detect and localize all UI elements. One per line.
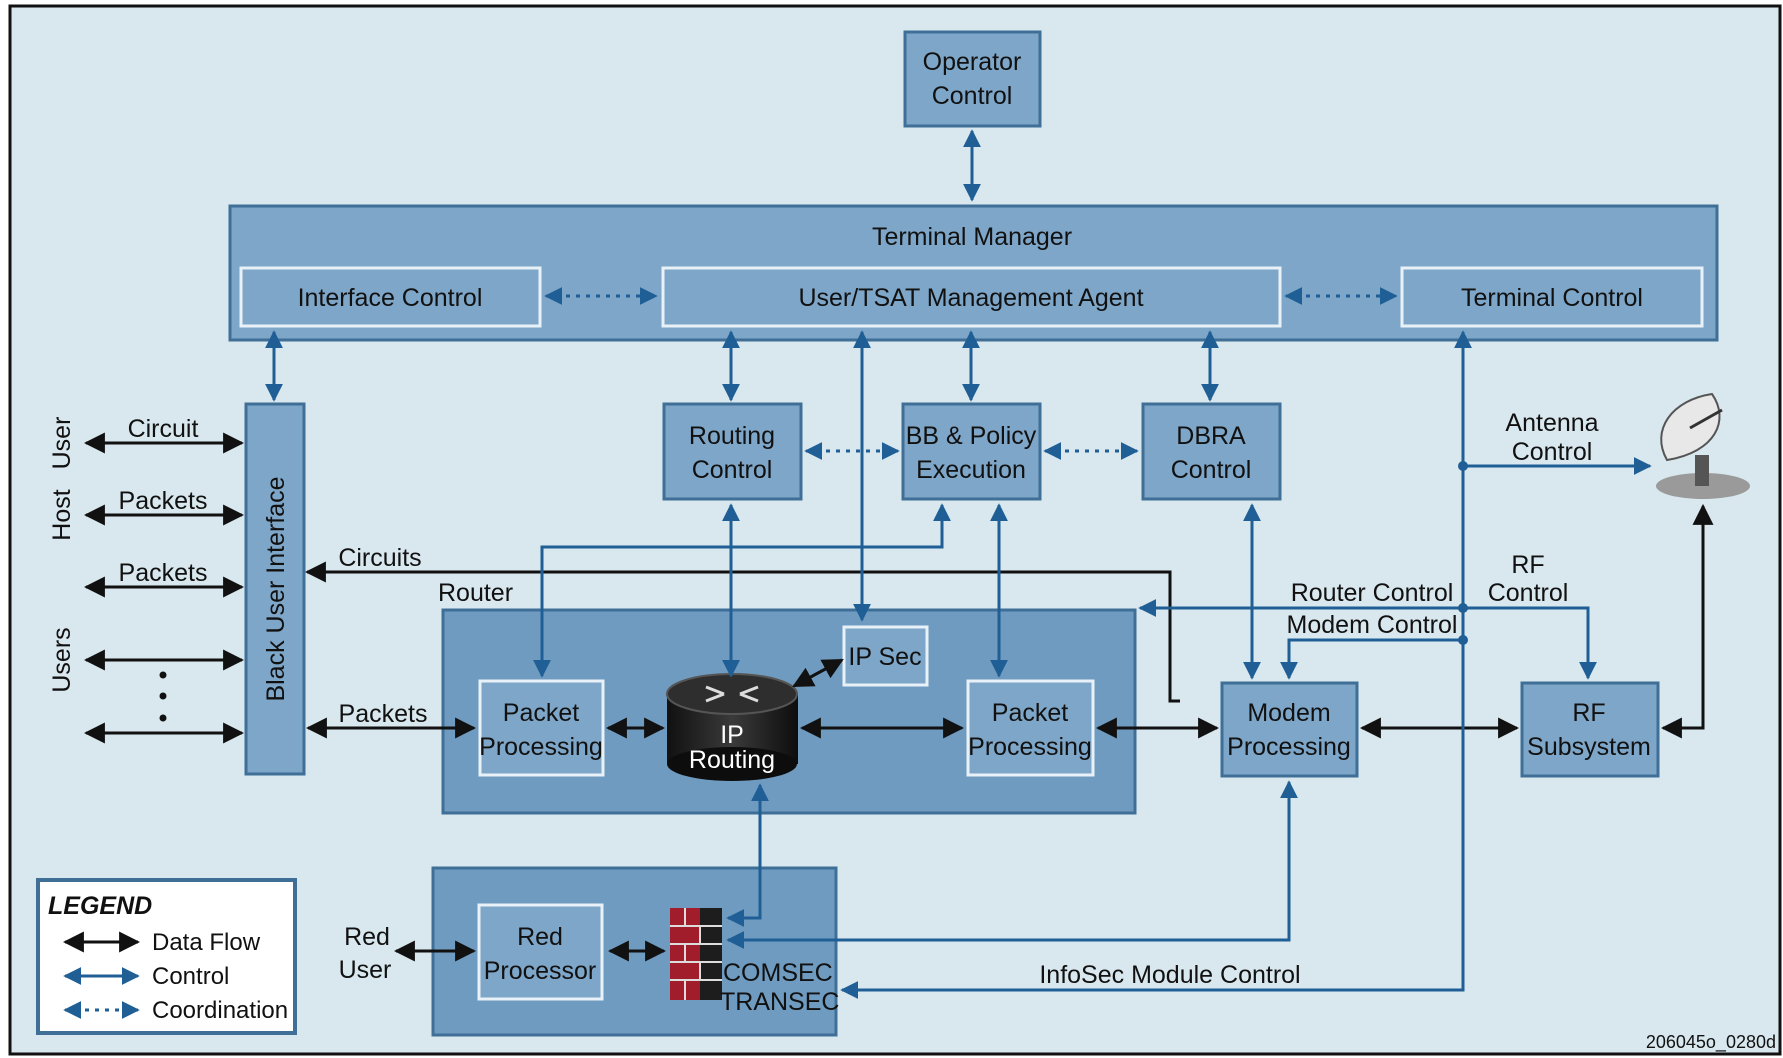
- interface-control-label: Interface Control: [298, 284, 483, 312]
- host-side-label: Host: [48, 489, 76, 540]
- ip-routing-label-1: IP: [720, 721, 744, 749]
- infosec-control: [840, 330, 1472, 999]
- antenna-control-label-2: Control: [1512, 438, 1593, 466]
- routing-control-label-2: Control: [692, 456, 773, 484]
- router-control-label: Router Control: [1291, 579, 1454, 607]
- rf-control-label-2: Control: [1488, 579, 1569, 607]
- infosec-label: InfoSec Module Control: [1039, 961, 1300, 989]
- terminal-control-box: [1400, 266, 1704, 328]
- red-processor-box: Red Processor: [477, 903, 604, 1001]
- black-user-interface-label: Black User Interface: [262, 476, 290, 701]
- user-side-label: User: [48, 417, 76, 470]
- packet-processing-left-box: Packet Processing: [478, 679, 605, 777]
- terminal-control-label: Terminal Control: [1461, 284, 1643, 312]
- modem-processing-label-1: Modem: [1247, 699, 1330, 727]
- rf-subsystem-box: RF Subsystem: [1520, 681, 1660, 778]
- rf-antenna-flow: [1660, 503, 1714, 739]
- packet-processing-right-label-1: Packet: [992, 699, 1068, 727]
- rf-subsystem-label-2: Subsystem: [1527, 733, 1651, 761]
- antenna-control-label-1: Antenna: [1505, 409, 1598, 437]
- modem-control-label: Modem Control: [1287, 611, 1458, 639]
- operator-control-label-2: Control: [932, 82, 1013, 110]
- dbra-control-label-1: DBRA: [1176, 422, 1246, 450]
- legend-item-data-flow: Data Flow: [152, 929, 261, 956]
- packets-label-1: Packets: [119, 487, 208, 515]
- rf-control-label-1: RF: [1511, 551, 1544, 579]
- routing-control-box: Routing Control: [662, 402, 803, 501]
- ip-routing-cylinder: IP Routing: [666, 673, 798, 781]
- bb-policy-label-1: BB & Policy: [906, 422, 1037, 450]
- modem-processing-label-2: Processing: [1227, 733, 1351, 761]
- router-label: Router: [438, 579, 513, 607]
- packets-label-3: Packets: [339, 700, 428, 728]
- operator-control-label-1: Operator: [923, 48, 1022, 76]
- legend-item-coordination: Coordination: [152, 997, 288, 1024]
- ellipsis-dots: [159, 671, 167, 722]
- circuits-label: Circuits: [338, 544, 421, 572]
- ip-routing-label-2: Routing: [689, 746, 775, 774]
- red-user-label-2: User: [339, 956, 392, 984]
- bb-policy-box: BB & Policy Execution: [901, 402, 1042, 501]
- modem-control: [1280, 638, 1463, 680]
- packet-processing-right-label-2: Processing: [968, 733, 1092, 761]
- packet-processing-left-label-2: Processing: [479, 733, 603, 761]
- users-side-label: Users: [48, 627, 76, 692]
- satellite-dish-icon: [1656, 392, 1750, 499]
- interface-control-box: [239, 266, 542, 328]
- red-processor-label-2: Processor: [484, 957, 597, 985]
- mgmt-agent-label: User/TSAT Management Agent: [798, 284, 1143, 312]
- circuit-label: Circuit: [128, 415, 199, 443]
- red-user-label-1: Red: [344, 923, 390, 951]
- rf-control: [1463, 606, 1597, 680]
- packets-label-2: Packets: [119, 559, 208, 587]
- comsec-label-2: TRANSEC: [720, 988, 839, 1016]
- routing-control-label-1: Routing: [689, 422, 775, 450]
- dbra-control-box: DBRA Control: [1141, 402, 1282, 501]
- red-processor-label-1: Red: [517, 923, 563, 951]
- bb-policy-label-2: Execution: [916, 456, 1026, 484]
- legend-item-control: Control: [152, 963, 229, 990]
- modem-processing-box: Modem Processing: [1220, 681, 1359, 778]
- legend-title: LEGEND: [48, 892, 152, 920]
- operator-control-box: Operator Control: [903, 30, 1042, 128]
- comsec-label-1: COMSEC: [723, 959, 833, 987]
- mgmt-agent-box: [661, 266, 1282, 328]
- terminal-manager-title: Terminal Manager: [872, 223, 1072, 251]
- terminal-manager-box: Terminal Manager Interface Control User/…: [228, 204, 1719, 342]
- modem-comsec-control: [726, 780, 1298, 949]
- dbra-control-label-2: Control: [1171, 456, 1252, 484]
- ip-sec-label: IP Sec: [848, 643, 921, 671]
- packet-processing-left-label-1: Packet: [503, 699, 579, 727]
- figure-id: 206045o_0280d: [1646, 1032, 1776, 1053]
- router-cross-icon: [705, 685, 759, 703]
- packet-processing-right-box: Packet Processing: [966, 679, 1095, 777]
- black-user-interface-box: Black User Interface: [244, 402, 306, 776]
- legend: LEGEND Data Flow Control Coordination: [36, 878, 297, 1035]
- rf-subsystem-label-1: RF: [1572, 699, 1605, 727]
- ip-sec-box: IP Sec: [842, 625, 929, 687]
- firewall-icon: [670, 908, 722, 1000]
